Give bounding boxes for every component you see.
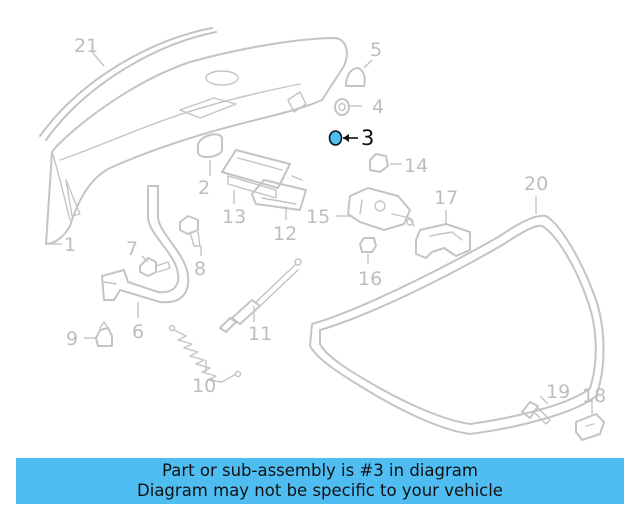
part-17-striker-cover (415, 210, 471, 259)
part-1-trunk-lid (45, 37, 348, 245)
part-16-nut (359, 237, 377, 264)
callout-7: 7 (126, 238, 138, 260)
callout-18: 18 (582, 385, 606, 407)
callout-15: 15 (306, 206, 330, 228)
part-19-bump-stop (521, 395, 551, 425)
part-8-bolt (179, 215, 202, 256)
callout-19: 19 (546, 381, 570, 403)
caption-line-part-number: Part or sub-assembly is #3 in diagram (162, 461, 478, 480)
part-5-bump-stop (345, 59, 373, 87)
callout-3: 3 (361, 126, 374, 150)
part-6-hinge (101, 185, 190, 318)
caption-line-disclaimer: Diagram may not be specific to your vehi… (137, 481, 503, 500)
part-7-bolt (139, 255, 171, 277)
part-13-switch (221, 149, 291, 204)
callout-8: 8 (194, 258, 206, 280)
callout-10: 10 (192, 375, 216, 397)
callout-9: 9 (66, 328, 78, 350)
part-3-highlight (328, 130, 343, 146)
part-4-grommet (334, 98, 362, 116)
callout-17: 17 (434, 187, 458, 209)
part-18-striker (575, 400, 605, 441)
callout-6: 6 (132, 321, 144, 343)
part-11-gas-strut (219, 258, 302, 333)
part-14-nut (369, 153, 402, 173)
part-21-spoiler (39, 27, 217, 141)
callout-12: 12 (273, 223, 297, 245)
part-12-lamp (251, 175, 307, 220)
part-15-latch (336, 187, 415, 231)
callout-2: 2 (198, 177, 210, 199)
callout-13: 13 (222, 206, 246, 228)
callout-11: 11 (248, 323, 272, 345)
callout-14: 14 (404, 155, 428, 177)
part-9-clip (84, 321, 113, 347)
part-20-weatherstrip (309, 196, 605, 435)
callout-5: 5 (370, 39, 382, 61)
callout-1: 1 (64, 234, 76, 256)
callout-20: 20 (524, 173, 548, 195)
part-3-plug (328, 130, 358, 146)
callout-21: 21 (74, 35, 98, 57)
part-10-spring (168, 324, 242, 383)
callout-16: 16 (358, 268, 382, 290)
diagram-caption-banner: Part or sub-assembly is #3 in diagram Di… (16, 458, 624, 504)
callout-4: 4 (372, 96, 384, 118)
part-2-pad (197, 133, 223, 176)
